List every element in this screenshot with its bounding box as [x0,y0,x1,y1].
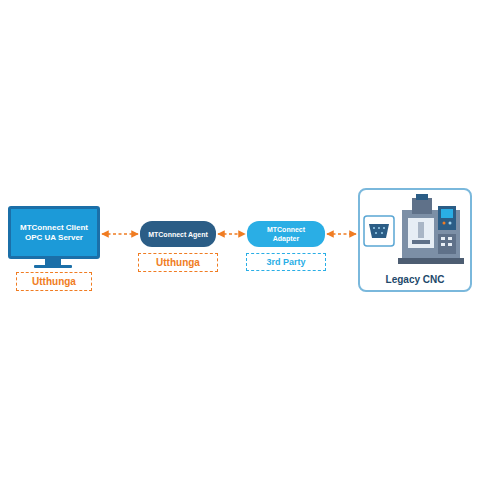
vga-pins [373,227,385,234]
dotted-connector [102,233,138,235]
vendor-tag: Utthunga [16,272,92,291]
vendor-tag: 3rd Party [246,253,326,271]
monitor-stand [45,258,61,266]
node-label: MTConnect Agent [148,230,208,239]
adapter-pill: MTConnect Adapter [247,221,325,247]
node-label: MTConnect Adapter [253,225,319,243]
node-label: Utthunga [32,276,76,287]
agent-pill: MTConnect Agent [140,221,216,247]
node-label: Utthunga [156,257,200,268]
vendor-tag: Utthunga [138,253,218,272]
vga-connector [369,224,389,238]
dotted-connector [327,233,356,235]
node-label: MTConnect Client OPC UA Server [15,223,93,243]
port-icon [364,216,394,246]
machine-box: Legacy CNC [358,188,472,292]
cnc-machine [398,194,464,264]
node-label: 3rd Party [266,257,305,267]
monitor-base [34,265,72,268]
dotted-connector [218,233,245,235]
node-label: Legacy CNC [386,274,445,285]
client-monitor: MTConnect Client OPC UA Server [8,206,100,259]
